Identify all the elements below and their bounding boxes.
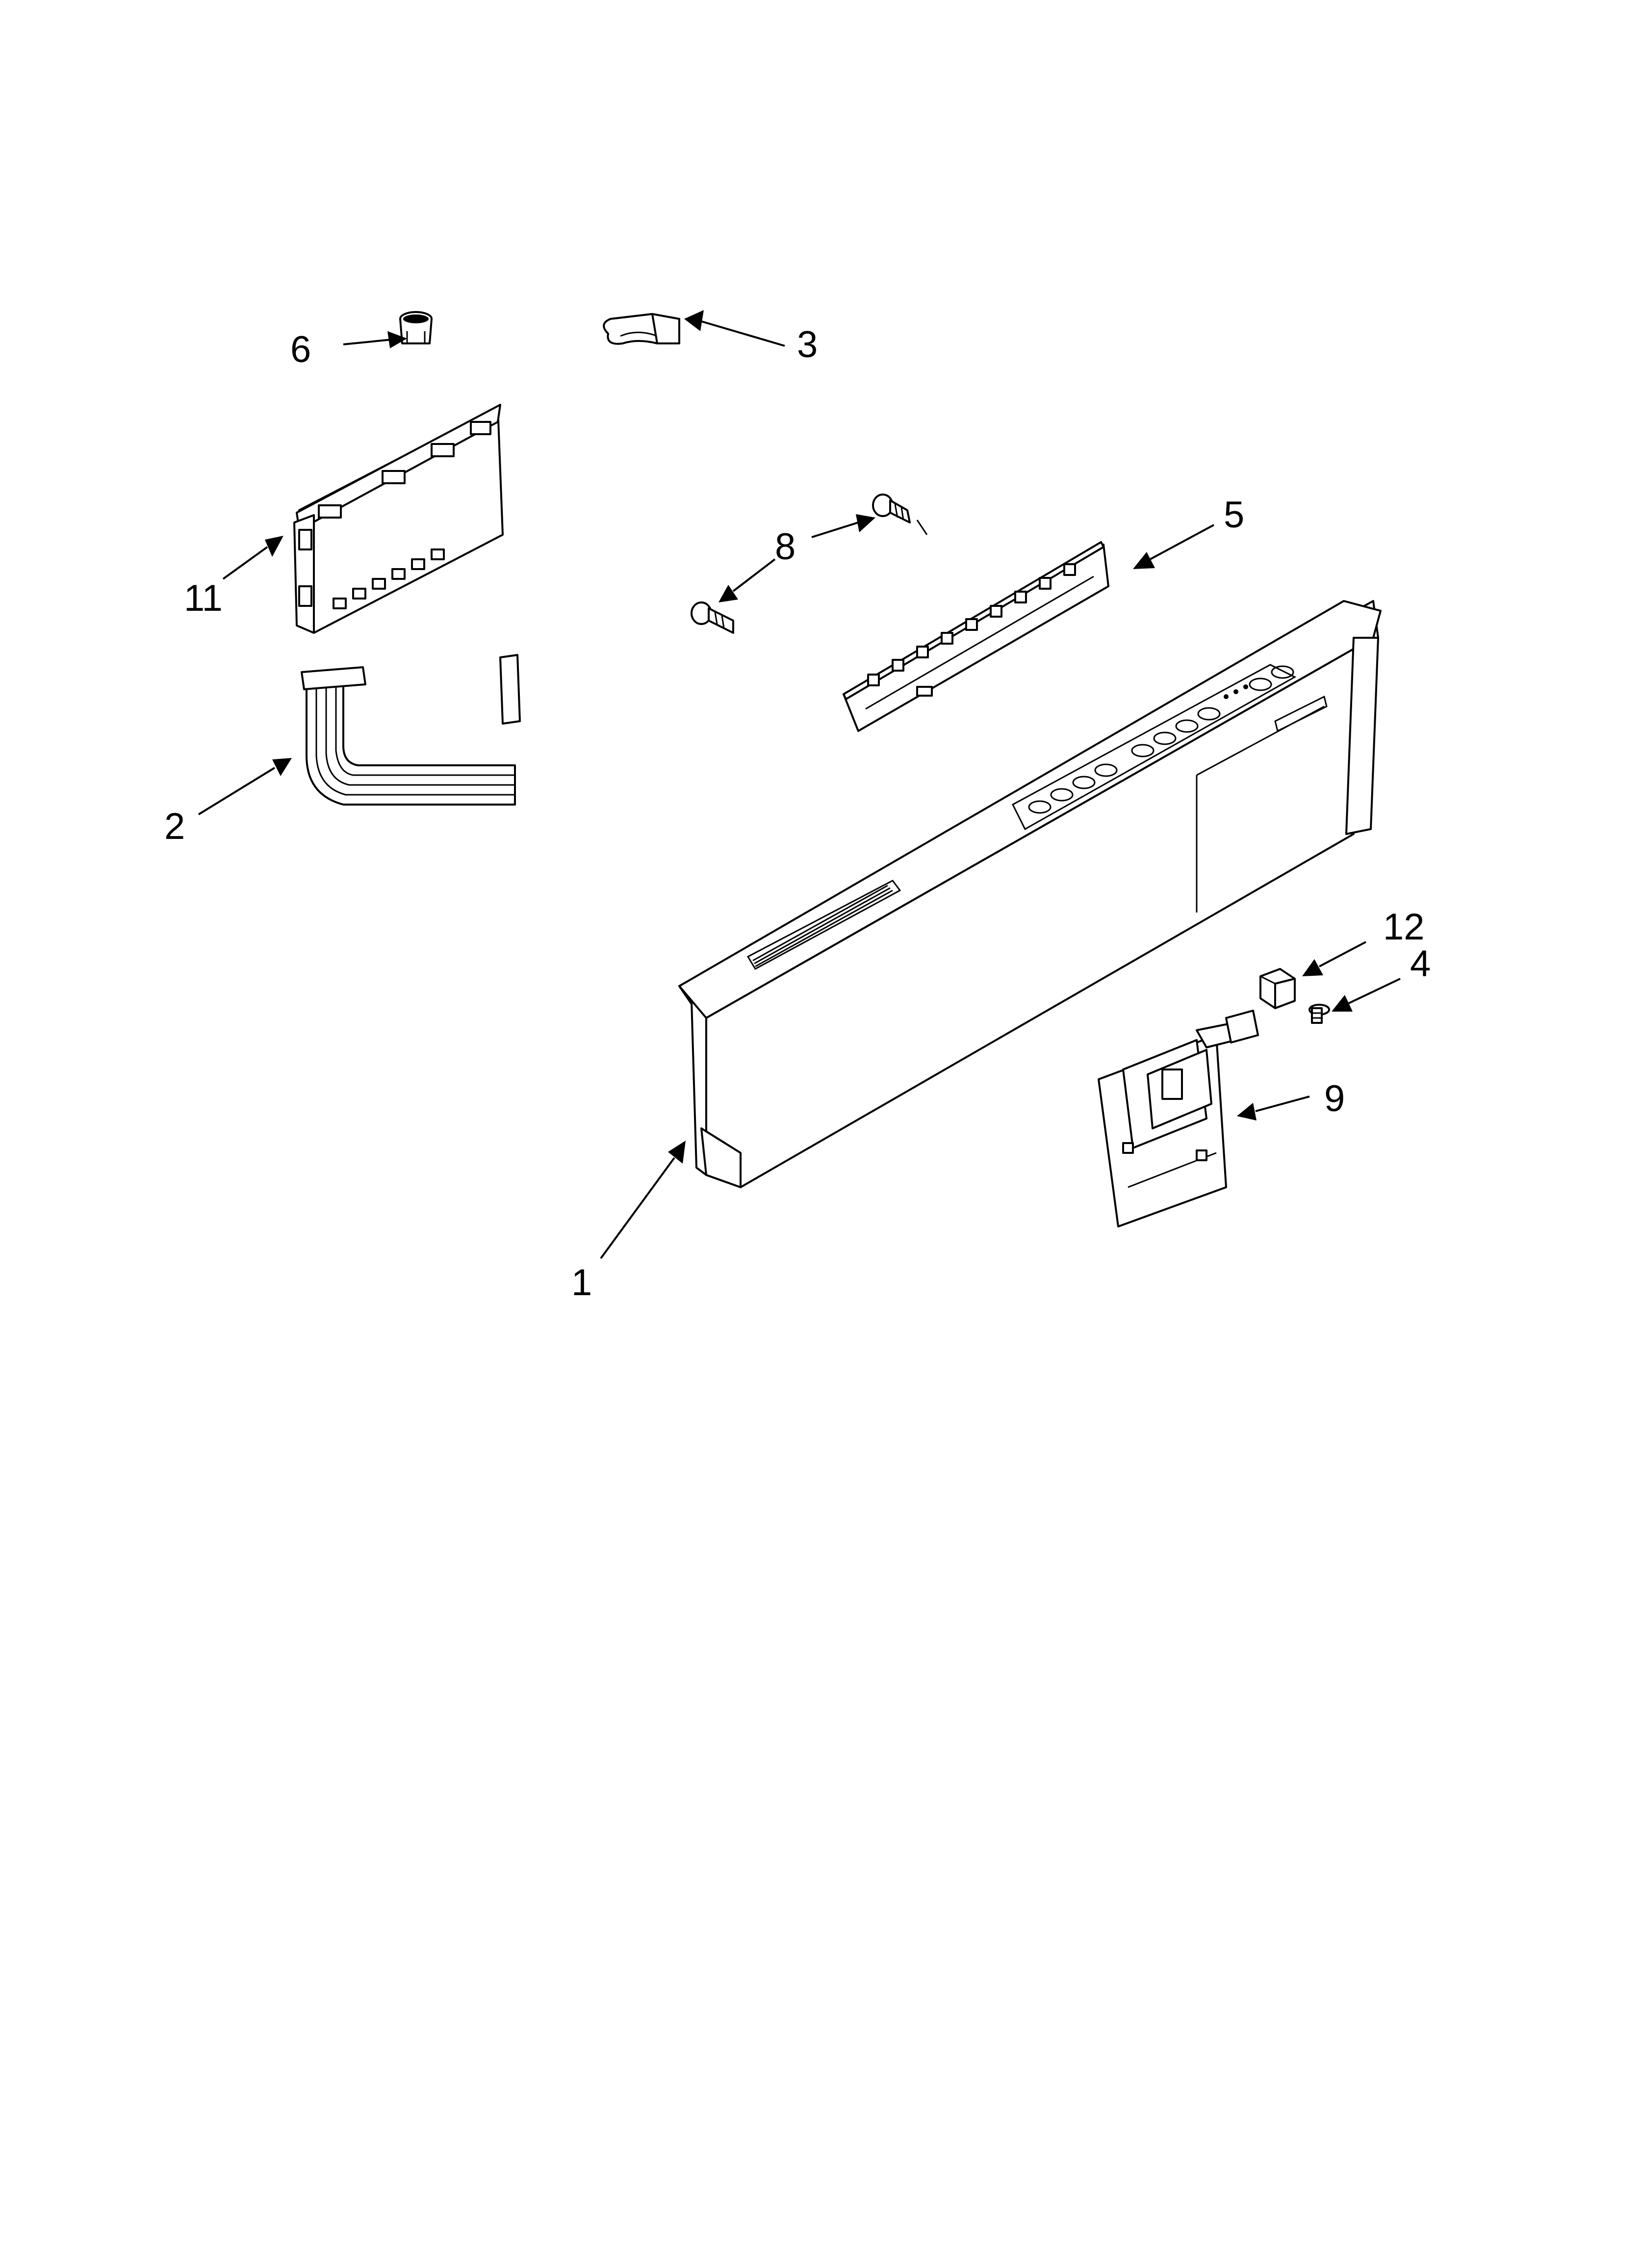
part-11-control-board bbox=[293, 404, 504, 634]
part-1-console-panel bbox=[678, 600, 1382, 1188]
part-8-screw-lower bbox=[691, 601, 734, 634]
callout-labels: 6 3 11 8 5 2 12 4 9 1 bbox=[164, 324, 1431, 1303]
button-strip bbox=[1012, 664, 1297, 831]
callout-5: 5 bbox=[1224, 494, 1244, 536]
vent-slots bbox=[752, 885, 893, 967]
callout-3: 3 bbox=[797, 324, 818, 365]
board-connectors bbox=[298, 421, 491, 609]
part-4-screw bbox=[1308, 1004, 1330, 1024]
part-5-interface-board bbox=[843, 541, 1109, 732]
board-components bbox=[867, 563, 1076, 697]
callout-9: 9 bbox=[1324, 1078, 1345, 1120]
part-6-cap bbox=[399, 311, 433, 344]
part-9-door-switch-bracket bbox=[1098, 1010, 1259, 1227]
callout-12: 12 bbox=[1383, 906, 1425, 948]
part-8-screw-upper bbox=[872, 494, 928, 535]
callout-8: 8 bbox=[775, 526, 795, 568]
leader-lines bbox=[198, 310, 1401, 1259]
callout-6: 6 bbox=[290, 329, 311, 370]
part-3-clip bbox=[603, 313, 680, 345]
callout-4: 4 bbox=[1410, 943, 1431, 985]
part-12-switch bbox=[1259, 968, 1296, 1009]
callout-2: 2 bbox=[164, 806, 185, 847]
callout-11: 11 bbox=[184, 577, 223, 619]
part-2-ribbon-harness bbox=[301, 654, 521, 806]
callout-1: 1 bbox=[571, 1262, 592, 1303]
